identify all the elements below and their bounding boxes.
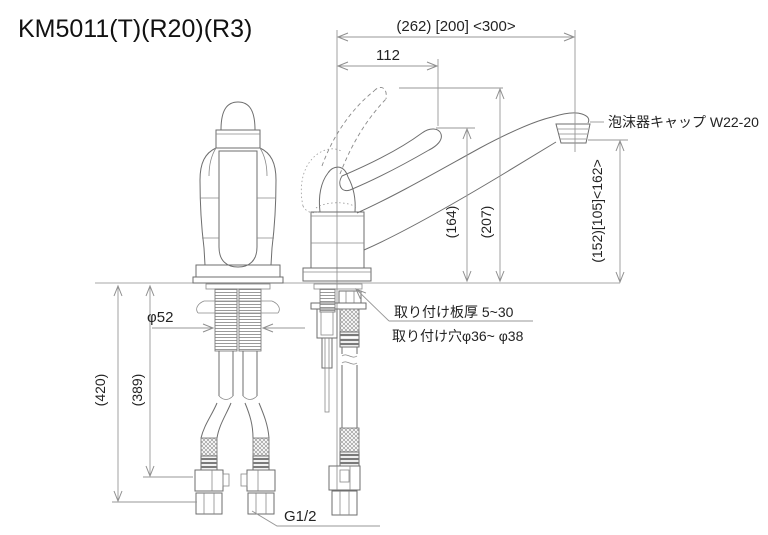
handle-band [215, 129, 261, 149]
hex-nut-side [331, 490, 358, 516]
dim-hose-420: (420) [92, 374, 108, 407]
lever-raised-ghost [321, 90, 375, 167]
spout-top [356, 112, 590, 214]
annotations: 泡沫器キャップ W22-20 取り付け板厚 5~30 取り付け穴φ36~ φ38… [251, 114, 759, 527]
valve-block [194, 469, 224, 492]
dimension-lines: (262) [200] <300> 112 (164) (207) (152)[… [92, 18, 628, 503]
dim-hose-389: (389) [129, 374, 145, 407]
aerator-cap [555, 123, 591, 144]
lever-front [218, 150, 258, 268]
spout-bottom [363, 141, 557, 251]
threaded-shank-left [214, 288, 238, 352]
hose-braid [252, 437, 270, 457]
sensor-rod [324, 367, 330, 413]
dim-height-right: (152)[105]<162> [589, 159, 605, 263]
label-mount-thickness: 取り付け板厚 5~30 [394, 304, 514, 320]
pipe-break [341, 354, 358, 358]
handle-cap [220, 101, 256, 131]
escutcheon-plate-side [313, 283, 363, 290]
hex-nut [247, 492, 275, 515]
lock-nut [338, 290, 362, 304]
valve-block-side [328, 465, 361, 491]
label-mount-hole: 取り付け穴φ36~ φ38 [392, 328, 524, 344]
side-view [300, 30, 591, 516]
hose-right [258, 402, 270, 439]
dim-top-width: (262) [200] <300> [396, 18, 516, 35]
leader-g12 [251, 510, 380, 527]
dim-spout-reach: 112 [376, 47, 400, 64]
hose-braid [200, 437, 218, 457]
hose-left [200, 402, 218, 439]
threaded-shank-right [238, 288, 262, 352]
base-flange-side [302, 267, 372, 282]
escutcheon-plate [205, 283, 271, 290]
base-flange [192, 276, 284, 284]
label-connection-g12: G1/2 [284, 508, 317, 525]
hex-nut [195, 492, 223, 515]
lever-handle [339, 128, 442, 192]
label-aerator-cap: 泡沫器キャップ W22-20 [608, 114, 759, 130]
hose-braid-side [339, 308, 360, 333]
leader-mounting [355, 288, 390, 322]
front-view [192, 101, 284, 515]
page-title: KM5011(T)(R20)(R3) [18, 15, 252, 43]
dim-height-164: (164) [443, 206, 459, 239]
wing-nut-right [271, 300, 280, 314]
dim-height-207: (207) [478, 206, 494, 239]
hose-braid-side [339, 427, 360, 453]
handle-neck [318, 172, 329, 213]
washer [310, 302, 367, 310]
dim-base-diameter: φ52 [147, 309, 173, 326]
faucet-body [310, 211, 365, 269]
wing-nut-left [196, 300, 205, 314]
valve-block [246, 469, 276, 492]
